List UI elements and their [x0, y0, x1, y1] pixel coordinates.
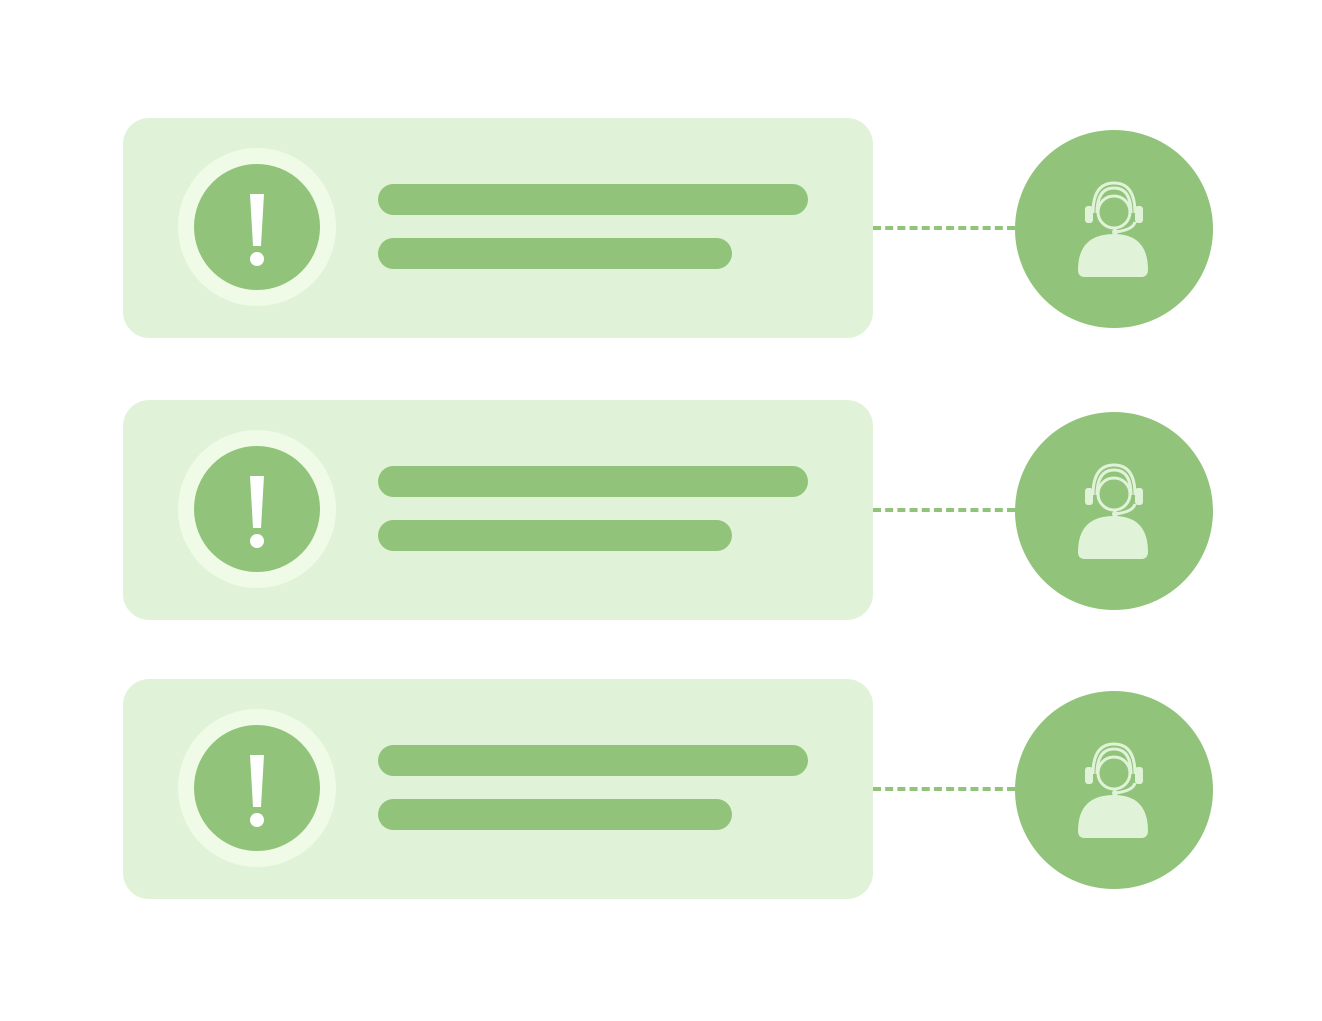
ticket-card[interactable] [123, 118, 873, 338]
placeholder-text-line [378, 184, 808, 215]
dashed-connector [873, 787, 1015, 791]
placeholder-text-line [378, 520, 732, 551]
ticket-card[interactable] [123, 679, 873, 899]
ticket-card[interactable] [123, 400, 873, 620]
support-agent-headset-icon[interactable] [1015, 691, 1213, 889]
placeholder-text-line [378, 745, 808, 776]
ticket-row-3 [0, 679, 1322, 899]
exclamation-icon [178, 430, 336, 588]
placeholder-text-line [378, 466, 808, 497]
dashed-connector [873, 508, 1015, 512]
support-agent-headset-icon[interactable] [1015, 130, 1213, 328]
dashed-connector [873, 226, 1015, 230]
support-agent-headset-icon[interactable] [1015, 412, 1213, 610]
exclamation-icon [178, 709, 336, 867]
exclamation-icon [178, 148, 336, 306]
ticket-row-1 [0, 118, 1322, 338]
ticket-row-2 [0, 400, 1322, 620]
placeholder-text-line [378, 799, 732, 830]
placeholder-text-line [378, 238, 732, 269]
